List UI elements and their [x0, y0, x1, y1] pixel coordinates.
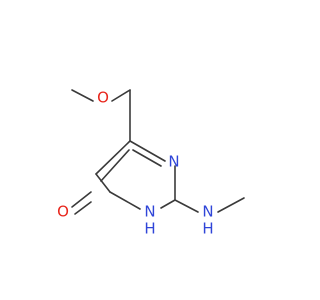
atom-labels: O N N H N H O	[57, 89, 214, 238]
bond-c6-n1	[129, 140, 166, 162]
bond-n3-c4	[109, 191, 141, 210]
atom-h-amino: H	[202, 220, 213, 238]
bond-c2-namino	[174, 199, 199, 213]
bond-methyl-o	[71, 89, 94, 102]
atom-n-amino: N	[202, 203, 213, 221]
atom-h-ring-lower: H	[144, 220, 155, 238]
bond-c4-o	[71, 191, 92, 208]
bonds	[71, 89, 245, 215]
bond-c5-c6	[95, 140, 131, 175]
atom-o-carbonyl: O	[57, 203, 69, 221]
bond-o-ch2	[111, 89, 131, 102]
molecule-structure-diagram: O N N H N H O	[57, 89, 245, 238]
bond-c2-n3	[160, 199, 176, 209]
atom-o-methoxy: O	[97, 89, 109, 107]
bond-namino-methyl	[217, 197, 245, 213]
bond-c5-c6-double	[100, 149, 130, 182]
bond-c4-o-double	[74, 201, 92, 215]
atom-n-ring-lower: N	[144, 203, 155, 221]
bond-c4-c5	[95, 173, 111, 193]
bond-c6-n1-double	[132, 149, 162, 167]
atom-n-ring-upper: N	[168, 153, 179, 171]
